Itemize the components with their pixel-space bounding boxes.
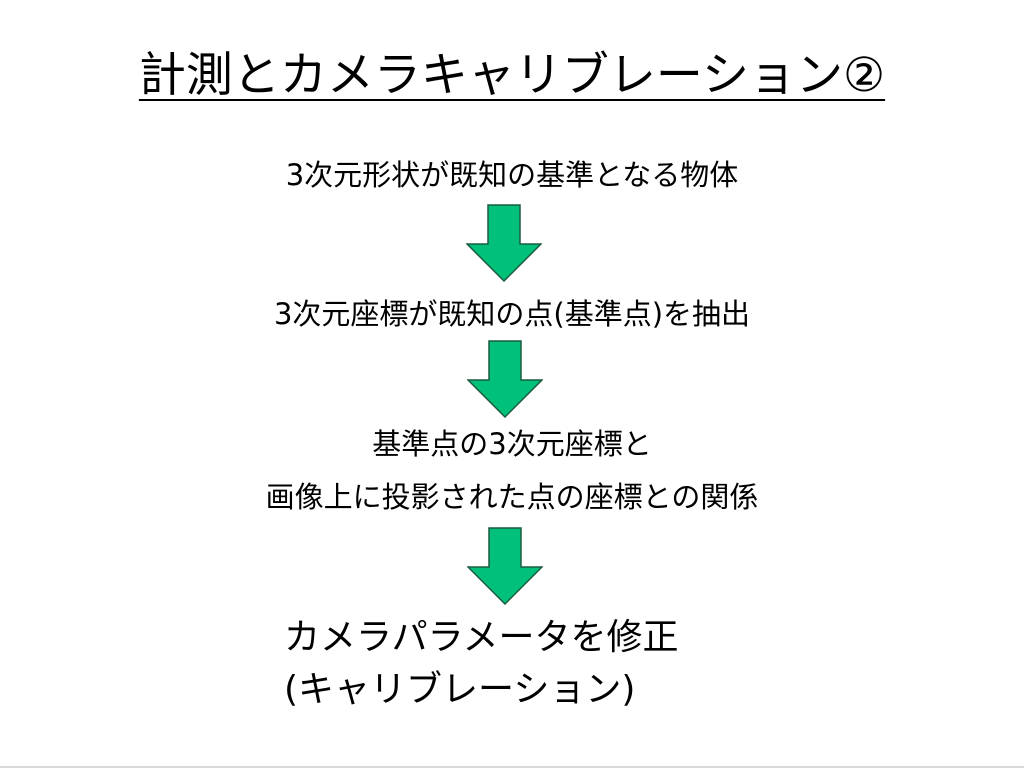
- step-correct-line1: カメラパラメータを修正: [284, 617, 679, 658]
- step-correct-camera-parameters: カメラパラメータを修正 (キャリブレーション): [284, 612, 679, 716]
- step-relationship-line2: 画像上に投影された点の座標との関係: [265, 480, 759, 514]
- slide-title: 計測とカメラキャリブレーション②: [0, 44, 1024, 108]
- down-arrow-icon: [467, 340, 543, 418]
- step-extract-reference-points: 3次元座標が既知の点(基準点)を抽出: [273, 297, 751, 331]
- step-correct-line2: (キャリブレーション): [284, 669, 636, 710]
- down-arrow-icon: [467, 527, 543, 605]
- step-reference-object: 3次元形状が既知の基準となる物体: [285, 158, 739, 192]
- step-relationship-line1: 基準点の3次元座標と: [372, 427, 652, 461]
- footer-divider: [0, 766, 1024, 768]
- down-arrow-icon: [466, 204, 542, 282]
- slide-title-text: 計測とカメラキャリブレーション②: [138, 48, 886, 103]
